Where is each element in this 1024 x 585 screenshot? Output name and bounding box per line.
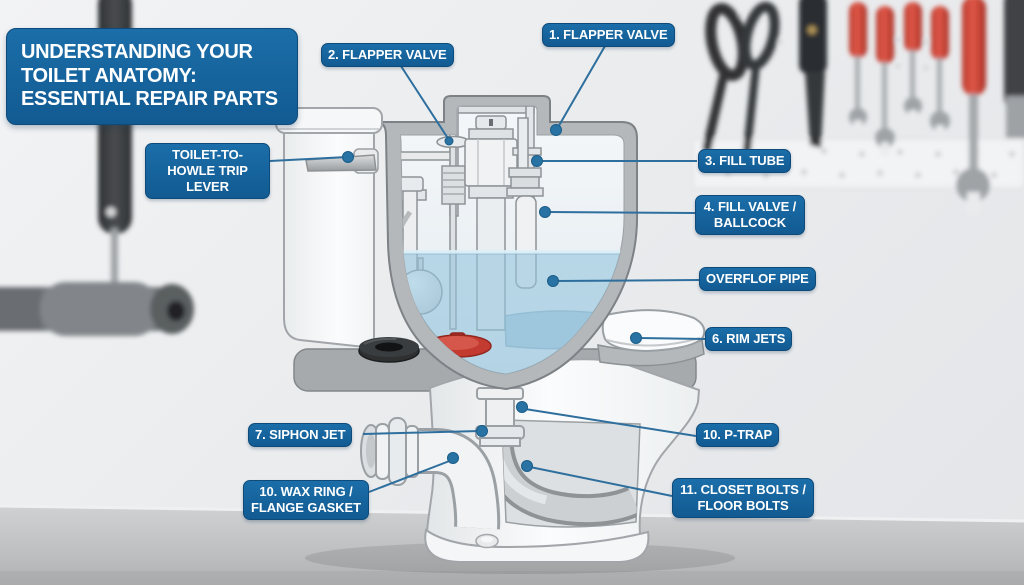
page-title: UNDERSTANDING YOUR TOILET ANATOMY: ESSEN… (6, 28, 298, 125)
pipe-tool (0, 282, 194, 336)
label-overflow-pipe: OVERFLOF PIPE (699, 267, 816, 291)
leader-dot (521, 460, 533, 472)
leader-dot (550, 124, 562, 136)
label-flapper-valve-1: 1. FLAPPER VALVE (542, 23, 675, 47)
leader-dot (516, 401, 528, 413)
leader-line-siphon-jet (362, 430, 481, 435)
red-wrenches (849, 0, 990, 214)
leader-dot (342, 151, 354, 163)
leader-dot (447, 452, 459, 464)
tank-cutaway (376, 95, 639, 391)
callouts (269, 45, 706, 497)
label-siphon-jet: 7. SIPHON JET (248, 423, 353, 447)
pliers-tool (702, 1, 780, 154)
leader-dot (476, 425, 488, 437)
leader-line-trip-lever (269, 156, 348, 162)
label-flapper-valve-2: 2. FLAPPER VALVE (321, 43, 454, 67)
leader-line-closet-bolts (529, 466, 673, 497)
base-foot (424, 528, 650, 563)
knife-tool (799, 0, 827, 148)
leader-line-p-trap (524, 408, 697, 437)
trapway-cutaway (501, 419, 641, 528)
label-fill-valve: 4. FILL VALVE / BALLCOCK (695, 195, 805, 235)
leader-dot (444, 136, 454, 146)
label-rim-jets: 6. RIM JETS (705, 327, 793, 351)
tank-lid (275, 107, 383, 134)
leader-line-fill-valve (547, 211, 696, 214)
leader-line-wax-ring (368, 459, 453, 493)
leader-dot (630, 332, 642, 344)
leader-line-overflow (555, 279, 700, 282)
leader-line-flapper-1 (556, 45, 606, 130)
label-trip-lever: TOILET-TO-HOWLE TRIP LEVER (145, 143, 270, 199)
trip-lever-handle (305, 148, 379, 174)
leader-dot (531, 155, 543, 167)
label-wax-ring: 10. WAX RING / FLANGE GASKET (243, 480, 369, 520)
p-trap-pipe (360, 417, 501, 530)
label-closet-bolts: 11. CLOSET BOLTS / FLOOR BOLTS (672, 478, 814, 518)
tank-exterior (283, 131, 375, 350)
mount-bar (449, 106, 535, 114)
leader-line-rim-jets (638, 337, 706, 340)
leader-dot (539, 206, 551, 218)
label-p-trap: 10. P-TRAP (696, 423, 780, 447)
leader-line-flapper-2 (398, 62, 450, 141)
edge-tool (1004, 0, 1024, 138)
leader-dot (547, 275, 559, 287)
wax-ring-gasket (358, 337, 420, 363)
toilet-seat (597, 309, 706, 367)
label-fill-tube: 3. FILL TUBE (698, 149, 792, 173)
